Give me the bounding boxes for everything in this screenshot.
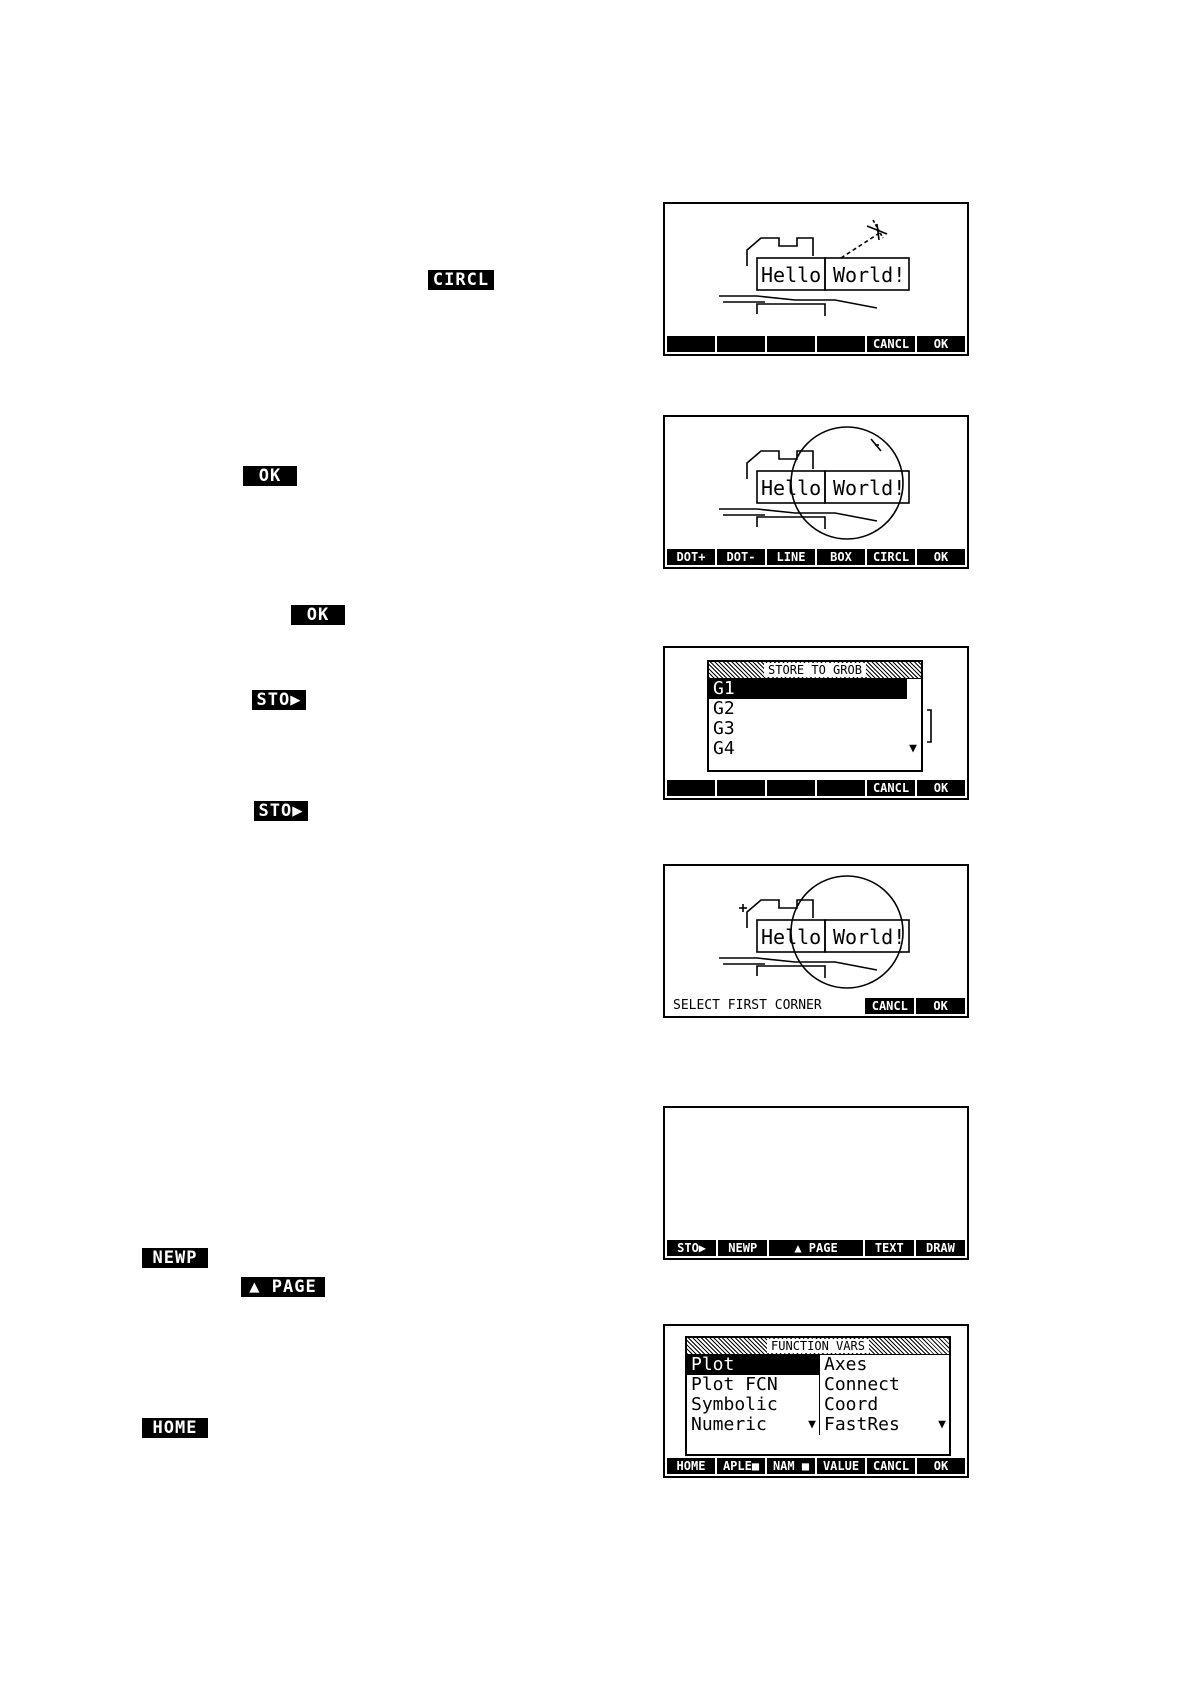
category-list: Plot Plot FCN Symbolic Numeric ▼ [687,1355,820,1435]
scroll-down-icon[interactable]: ▼ [909,741,917,756]
menu-key-1[interactable] [667,336,715,352]
world-label: World! [833,476,905,500]
sketch-drawing: Hello World! [719,426,910,540]
status-message: SELECT FIRST CORNER [667,998,864,1014]
world-label: World! [833,925,905,949]
list-item[interactable]: G4 [713,738,735,759]
store-button[interactable]: STO▶ [667,1240,717,1256]
dialog-title: STORE TO GROB [709,662,921,679]
calculator-screen-2: Hello World! DOT+ DOT- LINE BOX CIRCL OK [663,415,969,569]
list-item[interactable]: G3 [713,718,735,739]
list-item[interactable]: Plot FCN [691,1374,778,1395]
background-bracket [927,709,932,743]
store-to-grob-dialog: STORE TO GROB G1 G2 G3 G4 ▼ [707,660,923,772]
home-button[interactable]: HOME [667,1458,715,1474]
softkey-menu: CANCL OK [667,780,965,796]
list-item[interactable]: FastRes [824,1414,900,1435]
list-item[interactable]: Numeric [691,1414,767,1435]
new-page-button[interactable]: NEWP [718,1240,768,1256]
world-label: World! [833,263,905,287]
dot-plus-button[interactable]: DOT+ [667,549,715,565]
hello-label: Hello [761,925,821,949]
list-item[interactable]: Axes [824,1354,868,1375]
text-button[interactable]: TEXT [864,1240,914,1256]
box-button[interactable]: BOX [817,549,865,565]
ok-button[interactable]: OK [917,780,965,796]
list-item[interactable]: G2 [713,698,735,719]
cancel-button[interactable]: CANCL [865,998,915,1014]
softkey-menu: SELECT FIRST CORNER CANCL OK [667,998,965,1014]
softkey-menu: DOT+ DOT- LINE BOX CIRCL OK [667,549,965,565]
page-key: ▲ PAGE [241,1277,325,1297]
scroll-down-icon[interactable]: ▼ [938,1417,946,1432]
ok-key: OK [243,466,297,486]
sketch-drawing: Hello World! [719,219,910,316]
sketch-drawing: Hello World! [719,875,910,989]
list-item[interactable]: Plot [687,1355,819,1375]
hello-label: Hello [761,263,821,287]
sto-key: STO▶ [252,690,306,710]
list-item[interactable]: Symbolic [691,1394,778,1415]
grob-list: G1 G2 G3 G4 ▼ [709,679,921,759]
menu-key-2[interactable] [717,780,765,796]
calculator-screen-5: STO▶ NEWP ▲ PAGE TEXT DRAW [663,1106,969,1260]
list-item[interactable]: Connect [824,1374,900,1395]
draw-button[interactable]: DRAW [915,1240,966,1256]
line-button[interactable]: LINE [767,549,815,565]
ok-key: OK [291,605,345,625]
calculator-screen-3: STORE TO GROB G1 G2 G3 G4 ▼ CANCL OK [663,646,969,800]
variable-list: Axes Connect Coord FastRes ▼ [820,1355,949,1435]
newp-key: NEWP [142,1248,208,1268]
function-vars-dialog: FUNCTION VARS Plot Plot FCN Symbolic Num… [685,1336,951,1456]
cancel-button[interactable]: CANCL [867,1458,915,1474]
page-up-button[interactable]: ▲ PAGE [769,1240,863,1256]
value-button[interactable]: VALUE [817,1458,865,1474]
ok-button[interactable]: OK [917,549,965,565]
cancel-button[interactable]: CANCL [867,780,915,796]
aplet-button[interactable]: APLE■ [717,1458,765,1474]
cancel-button[interactable]: CANCL [867,336,915,352]
ok-button[interactable]: OK [916,998,965,1014]
softkey-menu: HOME APLE■ NAM ■ VALUE CANCL OK [667,1458,965,1474]
circl-key: CIRCL [428,270,494,290]
menu-key-2[interactable] [717,336,765,352]
ok-button[interactable]: OK [917,336,965,352]
name-button[interactable]: NAM ■ [767,1458,815,1474]
menu-key-4[interactable] [817,336,865,352]
ok-button[interactable]: OK [917,1458,965,1474]
scroll-down-icon[interactable]: ▼ [808,1417,816,1432]
softkey-menu: CANCL OK [667,336,965,352]
dialog-title: FUNCTION VARS [687,1338,949,1355]
menu-key-4[interactable] [817,780,865,796]
list-item[interactable]: Coord [824,1394,879,1415]
sto-key: STO▶ [254,801,308,821]
circle-button[interactable]: CIRCL [867,549,915,565]
calculator-screen-4: Hello World! SELECT FIRST CORNER CANCL O… [663,864,969,1018]
home-key: HOME [142,1418,208,1438]
calculator-screen-6: FUNCTION VARS Plot Plot FCN Symbolic Num… [663,1324,969,1478]
dot-minus-button[interactable]: DOT- [717,549,765,565]
list-item[interactable]: G1 [709,679,907,699]
menu-key-3[interactable] [767,780,815,796]
calculator-screen-1: Hello World! CANCL OK [663,202,969,356]
hello-label: Hello [761,476,821,500]
menu-key-3[interactable] [767,336,815,352]
softkey-menu: STO▶ NEWP ▲ PAGE TEXT DRAW [667,1240,966,1256]
menu-key-1[interactable] [667,780,715,796]
